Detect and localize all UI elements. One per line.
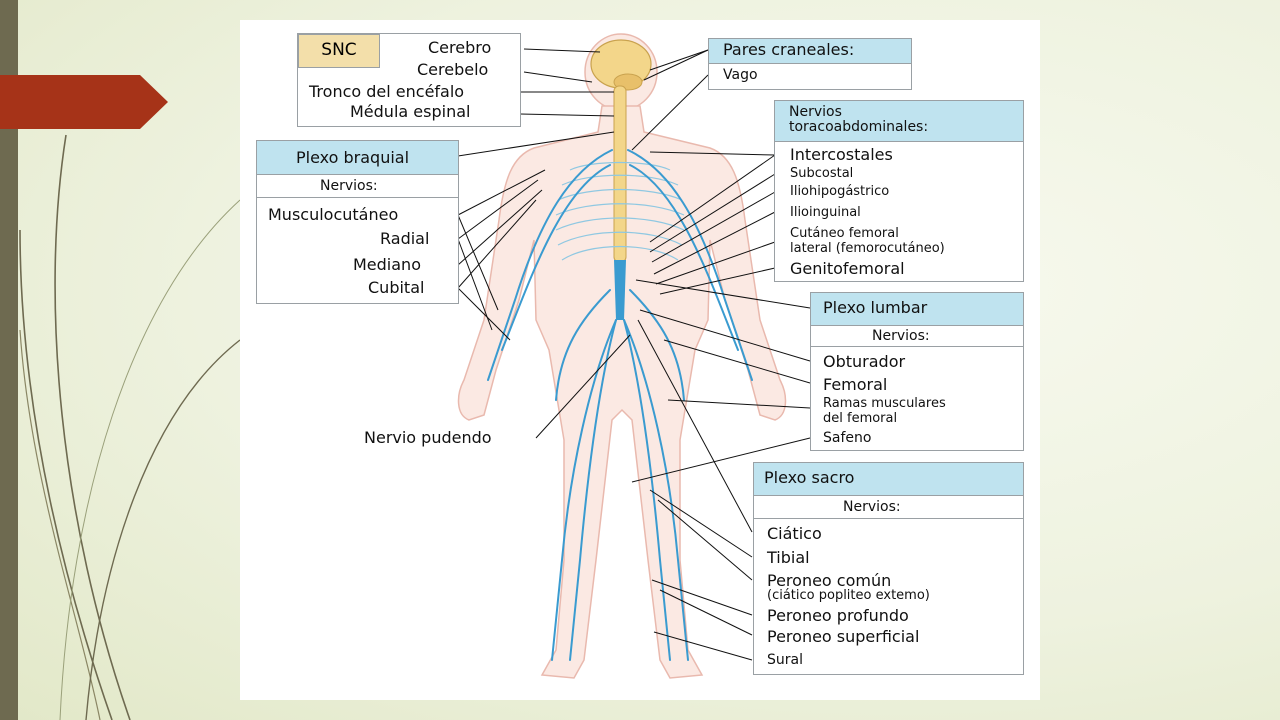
label-femorocutaneo: lateral (femorocutáneo) (790, 241, 945, 256)
label-del-femoral: del femoral (823, 411, 898, 426)
pares-craneales-header: Pares craneales: (723, 40, 855, 59)
label-radial: Radial (380, 229, 430, 248)
label-ciatico: Ciático (767, 524, 822, 543)
label-ilioinguinal: Ilioinguinal (790, 205, 861, 220)
nervous-system-diagram: SNC Cerebro Cerebelo Tronco del encéfalo… (240, 20, 1040, 700)
plexo-braquial-subheader: Nervios: (320, 178, 378, 194)
label-obturador: Obturador (823, 352, 906, 371)
plexo-braquial-header: Plexo braquial (296, 148, 410, 167)
label-intercostales: Intercostales (790, 145, 893, 164)
label-iliohipogastrico: Iliohipogástrico (790, 184, 890, 199)
label-cubital: Cubital (368, 278, 425, 297)
label-ciatico-popliteo: (ciático popliteo extemo) (767, 588, 930, 603)
toracoabdominales-header-line2: toracoabdominales: (789, 119, 929, 135)
label-peroneo-profundo: Peroneo profundo (767, 606, 909, 625)
plexo-lumbar-header: Plexo lumbar (823, 298, 928, 317)
plexo-lumbar-subheader: Nervios: (872, 328, 930, 344)
label-tibial: Tibial (767, 548, 810, 567)
plexo-sacro-box (753, 462, 1024, 675)
plexo-lumbar-box (810, 292, 1024, 451)
label-medula-espinal: Médula espinal (350, 102, 471, 121)
label-peroneo-comun: Peroneo común (767, 571, 892, 590)
label-subcostal: Subcostal (790, 166, 854, 181)
label-femoral: Femoral (823, 375, 888, 394)
label-cerebelo: Cerebelo (417, 60, 489, 79)
label-sural: Sural (767, 652, 803, 668)
snc-tag: SNC (298, 34, 380, 68)
decorative-swoosh-lines (19, 134, 241, 720)
plexo-sacro-header: Plexo sacro (764, 468, 855, 487)
body-illustration (457, 33, 811, 679)
toracoabdominales-box (774, 100, 1024, 282)
label-nervio-pudendo: Nervio pudendo (364, 428, 492, 447)
accent-arrow-tab (0, 75, 168, 129)
slide-sidebar-bar (0, 0, 18, 720)
label-mediano: Mediano (353, 255, 421, 274)
label-cerebro: Cerebro (428, 38, 492, 57)
plexo-braquial-box (256, 140, 459, 304)
label-vago: Vago (723, 67, 758, 83)
label-peroneo-superficial: Peroneo superficial (767, 627, 920, 646)
label-musculocutaneo: Musculocutáneo (268, 205, 399, 224)
toracoabdominales-header-line1: Nervios (789, 104, 842, 120)
label-genitofemoral: Genitofemoral (790, 259, 905, 278)
label-safeno: Safeno (823, 430, 872, 446)
label-ramas-musculares: Ramas musculares (823, 396, 946, 411)
plexo-sacro-subheader: Nervios: (843, 499, 901, 515)
label-cutaneo-femoral: Cutáneo femoral (790, 226, 899, 241)
label-tronco-encefalo: Tronco del encéfalo (309, 82, 465, 101)
pares-craneales-box (708, 38, 912, 90)
